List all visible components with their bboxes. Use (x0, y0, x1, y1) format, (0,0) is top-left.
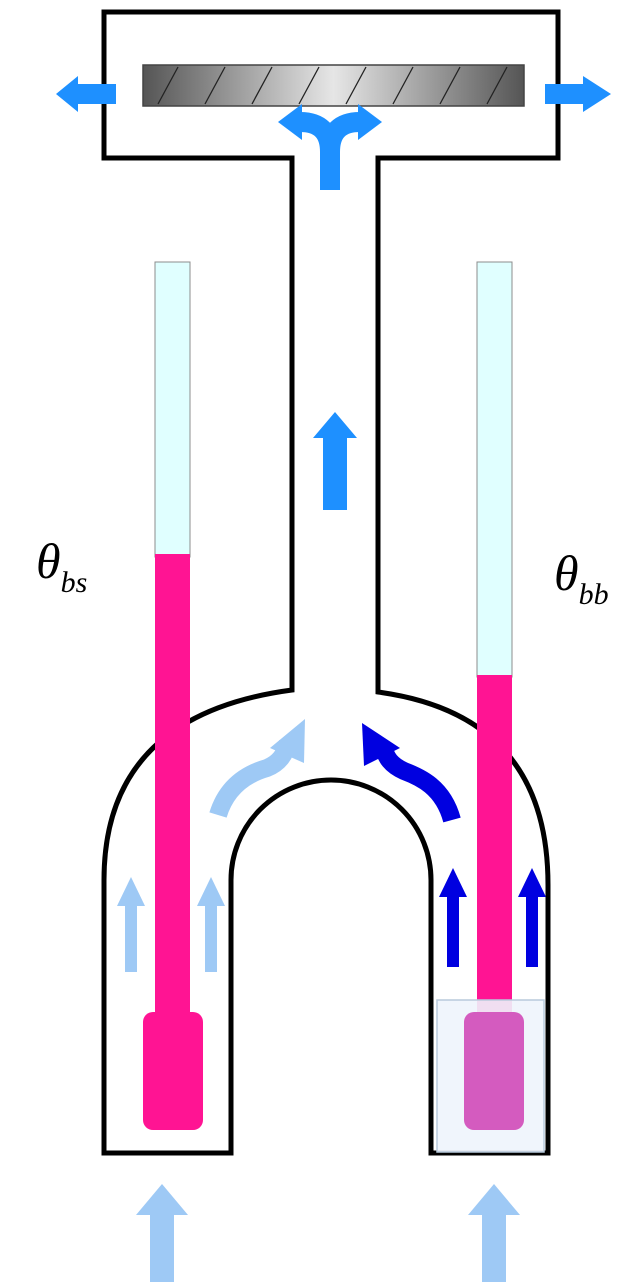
thermometer-tube (154, 261, 191, 558)
label-subscript: bs (60, 566, 88, 599)
thermometer-bulb (464, 1012, 524, 1130)
airflow-arrow-icon (299, 112, 361, 190)
thermometer-column (477, 675, 512, 1015)
airflow-arrow-icon (209, 719, 305, 819)
airflow-arrow-icon (56, 76, 611, 1282)
airflow-arrow-icon (278, 104, 382, 140)
dry-bulb-temperature-label: θbs (36, 533, 87, 598)
duct-outline (101, 9, 561, 1156)
dry-bulb-thermometer (143, 261, 203, 1130)
label-subscript: bb (578, 578, 609, 611)
label-symbol: θ (554, 545, 579, 601)
thermometer-bulb (143, 1012, 203, 1130)
wet-bulb-temperature-label: θbb (554, 545, 609, 610)
thermometer-tube (476, 261, 513, 678)
wet-bulb-thermometer (436, 261, 545, 1153)
airflow-arrow-icon (117, 877, 225, 972)
airflow-arrow-icon (439, 868, 546, 967)
label-symbol: θ (36, 533, 61, 589)
airflow-arrow-icon (362, 723, 461, 823)
thermometer-column (155, 554, 190, 1016)
fan-rotor-icon (142, 64, 525, 107)
